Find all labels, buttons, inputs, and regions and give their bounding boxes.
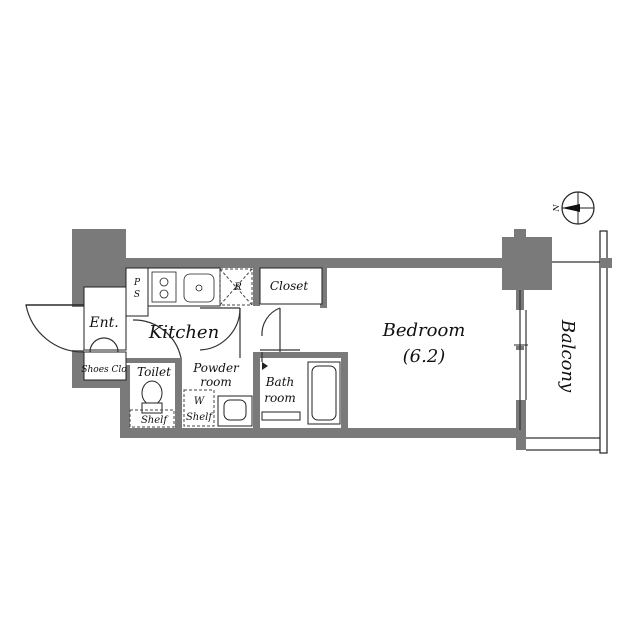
powder-room-label-1: Powder — [192, 361, 240, 375]
toilet-icon — [141, 380, 163, 414]
refrigerator-icon: R — [219, 268, 253, 306]
entrance-label: Ent. — [88, 315, 118, 331]
powder-room-label-2: room — [200, 375, 232, 389]
kitchen-label: Kitchen — [148, 322, 219, 343]
compass: N — [552, 191, 595, 225]
balcony — [514, 230, 612, 454]
entrance: Ent. Shoes Clo — [25, 286, 127, 381]
washer-label-2: Shelf — [186, 412, 214, 423]
powder-room: Powder room W Shelf — [183, 361, 253, 427]
sink-icon — [183, 273, 215, 303]
toilet-shelf-label: Shelf — [141, 415, 169, 426]
bedroom: Bedroom (6.2) — [382, 320, 466, 367]
closet-label: Closet — [270, 279, 309, 293]
toilet-room: Toilet Shelf — [129, 365, 175, 428]
shoes-closet-label: Shoes Clo — [81, 365, 127, 375]
bedroom-size-label: (6.2) — [403, 346, 446, 367]
bathtub-icon — [307, 361, 341, 425]
walls — [72, 229, 552, 450]
refrigerator-label: R — [233, 282, 242, 293]
washer-label-1: W — [194, 396, 205, 407]
toilet-label: Toilet — [137, 365, 171, 379]
north-arrow-icon — [562, 204, 580, 212]
closet: Closet — [259, 267, 323, 352]
kitchen: P S R Kitchen — [125, 267, 253, 359]
balcony-label: Balcony — [557, 319, 578, 393]
ps-label-top: P — [133, 278, 141, 288]
bath-label-1: Bath — [265, 375, 295, 389]
bath-label-2: room — [264, 391, 296, 405]
washbasin-icon — [217, 395, 253, 427]
ps-label-bottom: S — [134, 290, 140, 300]
stove-icon — [151, 271, 177, 303]
north-label: N — [552, 204, 561, 213]
bedroom-label: Bedroom — [382, 320, 466, 341]
bath-room: Bath room — [261, 352, 341, 425]
